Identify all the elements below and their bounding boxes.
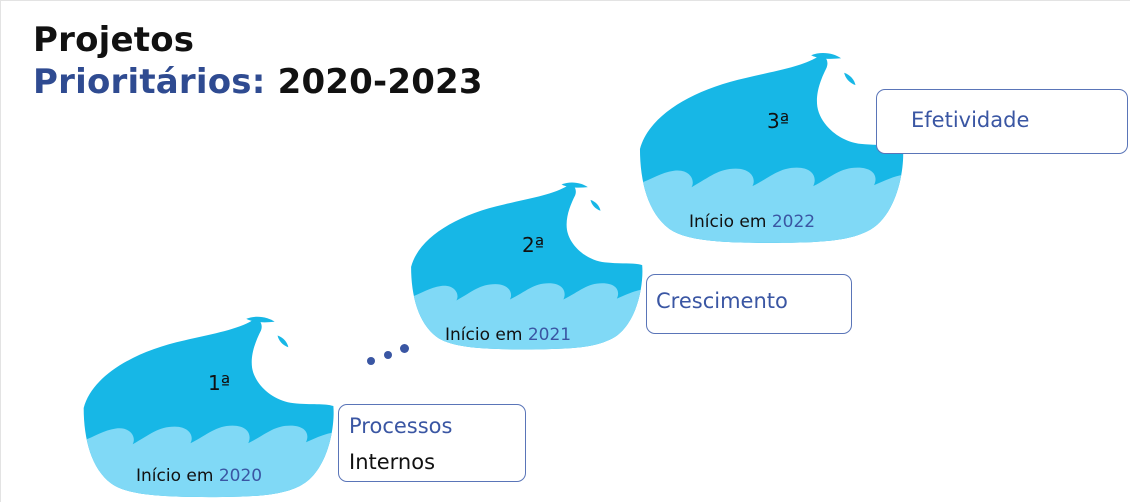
wave-3-start-year: 2022 xyxy=(771,212,816,232)
wave-3-label-box xyxy=(876,89,1128,154)
title-years: 2020-2023 xyxy=(277,62,483,102)
wave-1-start-year: 2020 xyxy=(218,466,263,486)
dot xyxy=(384,351,392,359)
wave-3-start-prefix: Início em xyxy=(689,212,772,232)
wave-2-start: Início em 2021 xyxy=(445,325,571,345)
wave-2-label-line-1: Crescimento xyxy=(656,289,788,313)
page-title: Projetos Prioritários: 2020-2023 xyxy=(33,19,483,103)
wave-1-start: Início em 2020 xyxy=(136,466,262,486)
wave-3-start: Início em 2022 xyxy=(689,212,815,232)
wave-1-start-prefix: Início em xyxy=(136,466,219,486)
wave-1-number: 1ª xyxy=(208,371,231,395)
wave-2-start-prefix: Início em xyxy=(445,325,528,345)
title-line-1: Projetos xyxy=(33,20,195,60)
wave-2-label-box xyxy=(646,274,852,334)
dot xyxy=(367,357,375,365)
wave-1-label-line-1: Processos xyxy=(349,414,453,438)
dot xyxy=(400,344,409,353)
wave-1-label-line-2: Internos xyxy=(349,450,436,474)
wave-2-number: 2ª xyxy=(522,233,545,257)
title-line-2: Prioritários: 2020-2023 xyxy=(33,61,483,103)
wave-1-label-box xyxy=(338,404,526,482)
wave-3-label-line-1: Efetividade xyxy=(911,108,1030,132)
wave-2-start-year: 2021 xyxy=(527,325,572,345)
wave-3-number: 3ª xyxy=(767,109,790,133)
title-accent: Prioritários: xyxy=(33,62,266,102)
